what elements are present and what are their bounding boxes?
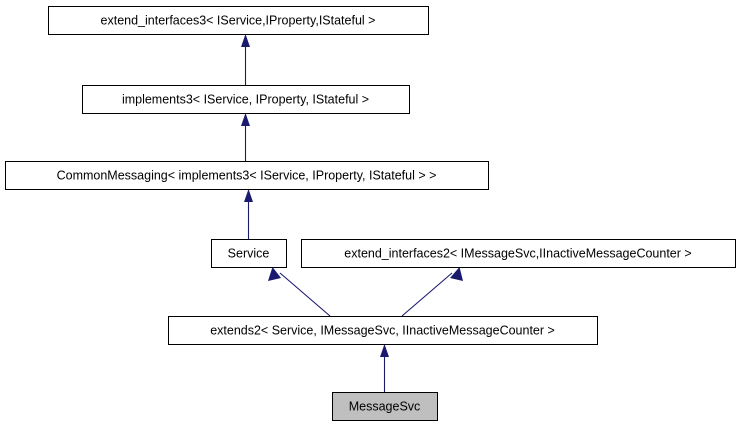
class-node-box[interactable]: [301, 239, 736, 268]
class-node-common-messaging[interactable]: CommonMessaging< implements3< IService, …: [5, 161, 489, 190]
arrowhead-icon: [450, 267, 463, 281]
arrowhead-icon: [380, 344, 389, 357]
class-node-label: extend_interfaces2< IMessageSvc,IInactiv…: [344, 246, 691, 260]
class-node-label: CommonMessaging< implements3< IService, …: [57, 168, 437, 182]
class-node-extends2[interactable]: extends2< Service, IMessageSvc, IInactiv…: [168, 316, 598, 345]
inheritance-edge: [241, 34, 250, 85]
class-node-label: extends2< Service, IMessageSvc, IInactiv…: [210, 323, 555, 337]
inheritance-edge: [268, 267, 331, 317]
class-node-implements3[interactable]: implements3< IService, IProperty, IState…: [82, 85, 410, 114]
class-node-extend-interfaces3[interactable]: extend_interfaces3< IService,IProperty,I…: [48, 6, 429, 35]
edges-layer: [241, 34, 463, 392]
class-node-label: Service: [228, 246, 270, 260]
arrowhead-icon: [244, 189, 253, 202]
class-node-box[interactable]: [82, 85, 410, 114]
inheritance-edge: [401, 267, 463, 317]
class-node-extend-interfaces2[interactable]: extend_interfaces2< IMessageSvc,IInactiv…: [301, 239, 736, 268]
class-node-label: MessageSvc: [349, 399, 421, 413]
class-node-box[interactable]: [168, 316, 598, 345]
class-node-box[interactable]: [211, 239, 287, 268]
class-node-message-svc[interactable]: MessageSvc: [332, 392, 438, 421]
nodes-layer: extend_interfaces3< IService,IProperty,I…: [5, 6, 736, 421]
class-node-box[interactable]: [332, 392, 438, 421]
inheritance-edge: [241, 113, 250, 161]
inheritance-edge: [380, 344, 389, 392]
edge-line: [279, 272, 331, 317]
arrowhead-icon: [241, 34, 250, 47]
class-node-label: implements3< IService, IProperty, IState…: [122, 92, 369, 106]
class-node-box[interactable]: [48, 6, 429, 35]
arrowhead-icon: [241, 113, 250, 126]
arrowhead-icon: [268, 267, 281, 281]
inheritance-edge: [244, 189, 253, 239]
class-node-label: extend_interfaces3< IService,IProperty,I…: [101, 13, 376, 27]
edge-line: [401, 272, 453, 317]
class-node-box[interactable]: [5, 161, 489, 190]
class-node-service[interactable]: Service: [211, 239, 287, 268]
